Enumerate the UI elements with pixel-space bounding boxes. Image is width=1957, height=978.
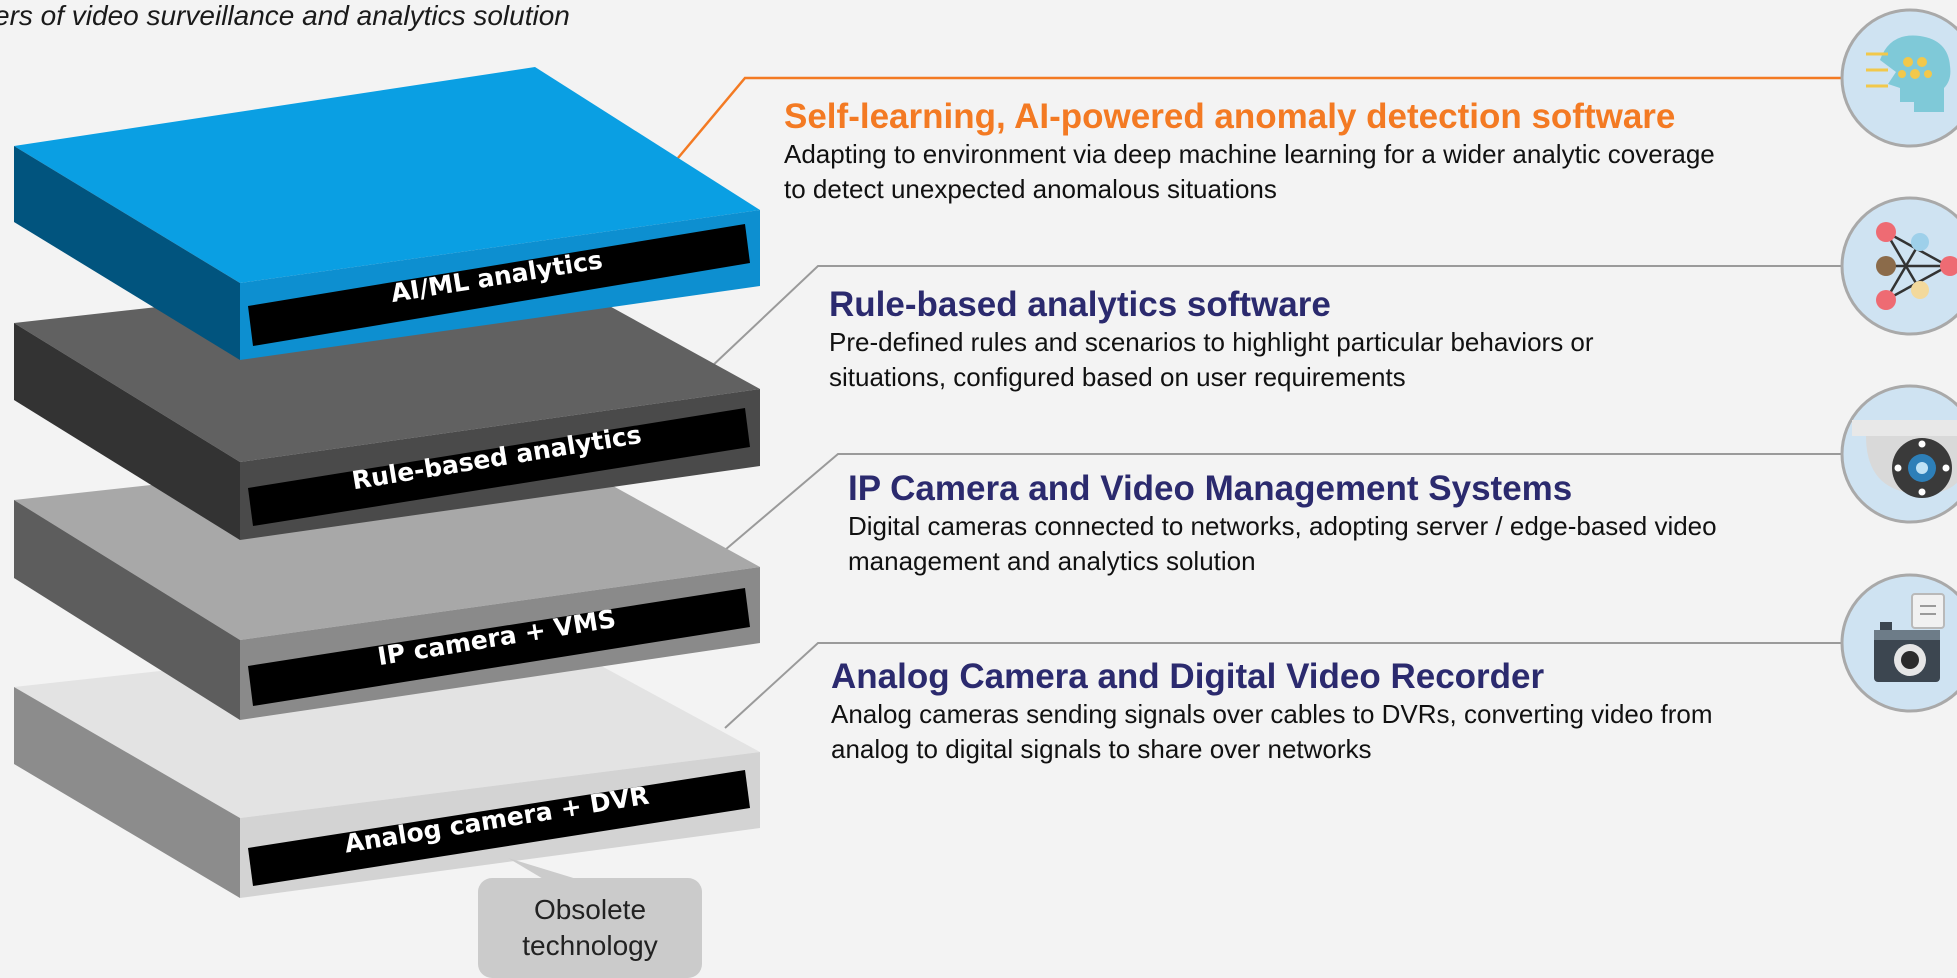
description-line: situations, configured based on user req…: [829, 362, 1406, 392]
neural-network-icon: [1840, 196, 1957, 336]
connector-line-ip: [724, 453, 1842, 551]
description-line: Digital cameras connected to networks, a…: [848, 511, 1717, 541]
description-title: Rule-based analytics software: [829, 285, 1331, 324]
description-line: analog to digital signals to share over …: [831, 734, 1372, 764]
description-ip-vms: IP Camera and Video Management Systems D…: [848, 469, 1717, 579]
obsolete-line: Obsolete: [533, 894, 647, 925]
description-line: management and analytics solution: [848, 546, 1256, 576]
layer-label-strip: [248, 770, 750, 886]
obsolete-callout-pointer: [508, 858, 580, 880]
connector-line-rule: [709, 265, 1842, 369]
layer-label-strip: [248, 224, 750, 346]
description-title: Analog Camera and Digital Video Recorder: [831, 657, 1545, 696]
description-ai-ml: Self-learning, AI-powered anomaly detect…: [784, 97, 1715, 207]
description-line: Analog cameras sending signals over cabl…: [831, 699, 1713, 729]
description-line: Adapting to environment via deep machine…: [784, 139, 1715, 169]
layer-ai-ml: [14, 67, 760, 360]
description-line: Pre-defined rules and scenarios to highl…: [829, 327, 1594, 357]
ai-brain-icon: [1840, 8, 1957, 148]
diagram-subtitle: ers of video surveillance and analytics …: [0, 0, 570, 31]
description-rule-based: Rule-based analytics software Pre-define…: [829, 285, 1594, 395]
obsolete-technology-callout: Obsolete technology: [478, 878, 702, 978]
connector-line-ai: [677, 76, 1842, 159]
layer-label-strip: [248, 408, 750, 526]
obsolete-line: technology: [522, 930, 658, 961]
layer-label-strip: [248, 588, 750, 706]
description-analog-dvr: Analog Camera and Digital Video Recorder…: [831, 657, 1713, 767]
description-line: to detect unexpected anomalous situation…: [784, 174, 1277, 204]
connector-line-analog: [724, 642, 1842, 729]
analog-camera-icon: [1840, 573, 1957, 713]
description-title: IP Camera and Video Management Systems: [848, 469, 1573, 508]
description-title: Self-learning, AI-powered anomaly detect…: [784, 97, 1676, 136]
ip-dome-camera-icon: [1840, 384, 1957, 524]
